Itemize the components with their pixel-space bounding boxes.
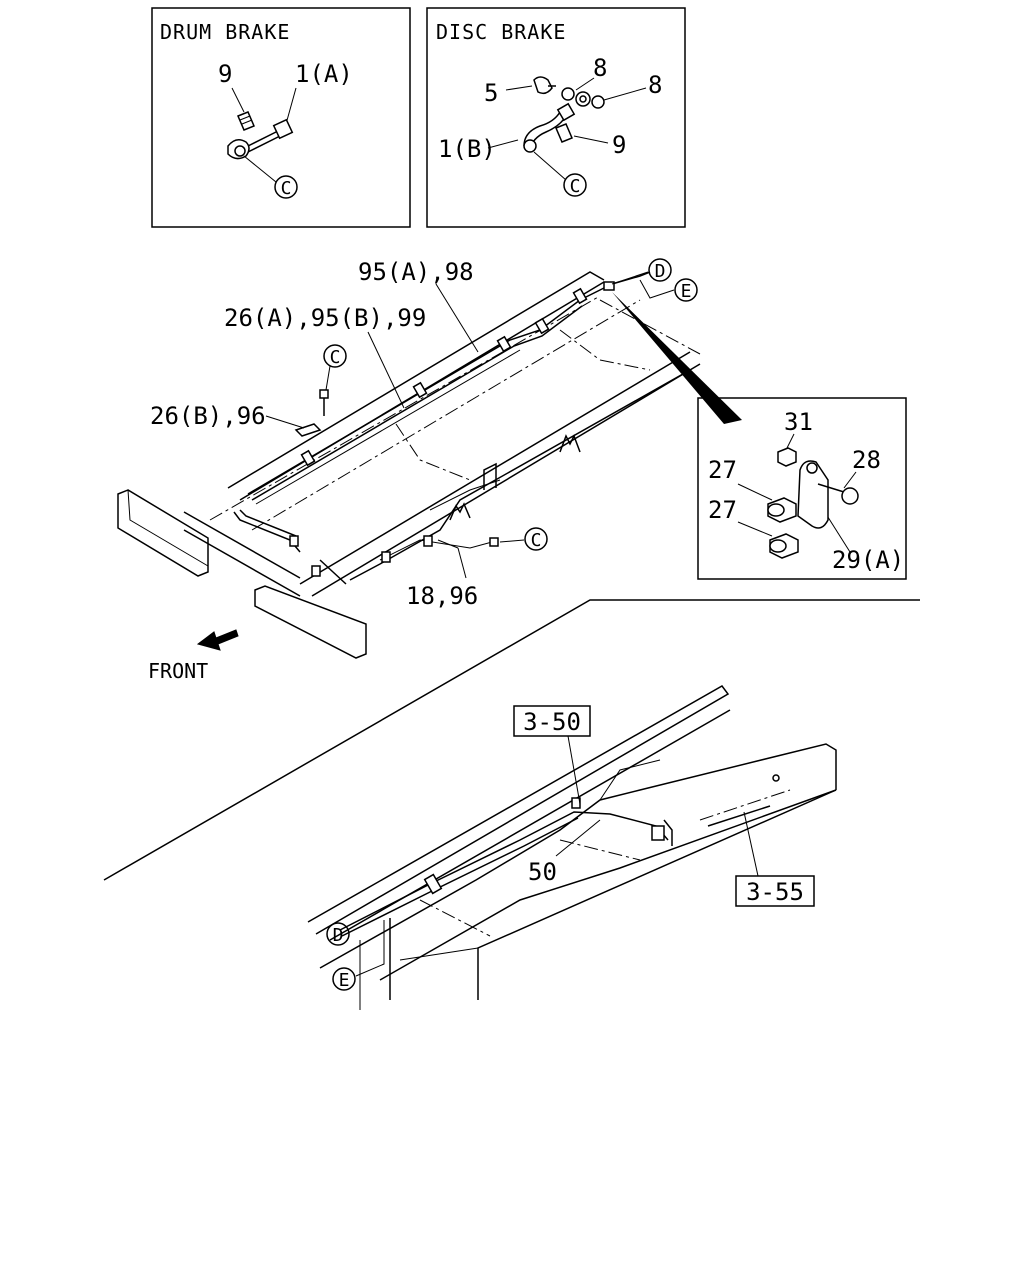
section-divider [103,599,920,881]
clip-label-31: 31 [784,408,813,436]
lower-ref-d-circle [326,922,350,946]
callout-26b-96: 26(B),96 [150,402,266,430]
ref-label-3-50: 3-50 [523,708,581,736]
callout-26a-95b-99: 26(A),95(B),99 [224,304,426,332]
upper-ref-d-circle [648,258,672,282]
drum-brake-frame [151,7,411,228]
disc-brake-inset: DISC BRAKE 5 8 8 1(B) 9 C [426,7,686,228]
ref-box-3-50 [513,705,591,737]
drum-ref-circle [274,175,298,199]
drum-label-1a: 1(A) [295,60,353,88]
lower-label-50: 50 [528,858,557,886]
drum-ref-label: C [281,178,292,199]
lower-ref-e-circle [332,967,356,991]
upper-frame-assembly: 95(A),98 26(A),95(B),99 26(B),96 18,96 C… [117,258,742,683]
disc-label-1b: 1(B) [438,135,496,163]
disc-brake-frame [426,7,686,228]
front-label: FRONT [148,659,208,683]
callout-18-96: 18,96 [406,582,478,610]
disc-hose-part [523,76,605,153]
disc-label-8b: 8 [648,71,662,99]
drum-hose-part [227,111,294,160]
drum-label-9: 9 [218,60,232,88]
clip-label-27a: 27 [708,456,737,484]
clip-detail-inset: 31 27 28 27 29(A) [697,397,907,580]
upper-ref-e-circle [674,278,698,302]
disc-label-8a: 8 [593,54,607,82]
clip-detail-frame [697,397,907,580]
disc-label-5: 5 [484,79,498,107]
upper-ref-c2-circle [524,527,548,551]
disc-label-9: 9 [612,131,626,159]
lower-ref-d: D [333,925,344,946]
clip-label-27b: 27 [708,496,737,524]
disc-ref-circle [563,173,587,197]
front-bumper-right [254,585,367,659]
detail-pointer [612,292,742,424]
clip-label-28: 28 [852,446,881,474]
front-arrow-icon [196,629,239,651]
callout-95a-98: 95(A),98 [358,258,474,286]
lower-ref-e: E [339,970,350,991]
lower-frame-assembly: 3-50 3-55 50 D E [307,685,837,1010]
clip-label-29a: 29(A) [832,546,904,574]
upper-ref-c1-circle [323,344,347,368]
upper-ref-c1: C [330,347,341,368]
upper-ref-e: E [681,281,692,302]
drum-brake-inset: DRUM BRAKE 9 1(A) C [151,7,411,228]
ref-box-3-55 [735,875,815,907]
disc-brake-title: DISC BRAKE [436,20,566,44]
drum-brake-title: DRUM BRAKE [160,20,290,44]
front-bumper-left [117,489,209,577]
upper-ref-d: D [655,261,666,282]
ref-label-3-55: 3-55 [746,878,804,906]
disc-ref-label: C [570,176,581,197]
upper-ref-c2: C [531,530,542,551]
clip-parts [767,447,859,559]
